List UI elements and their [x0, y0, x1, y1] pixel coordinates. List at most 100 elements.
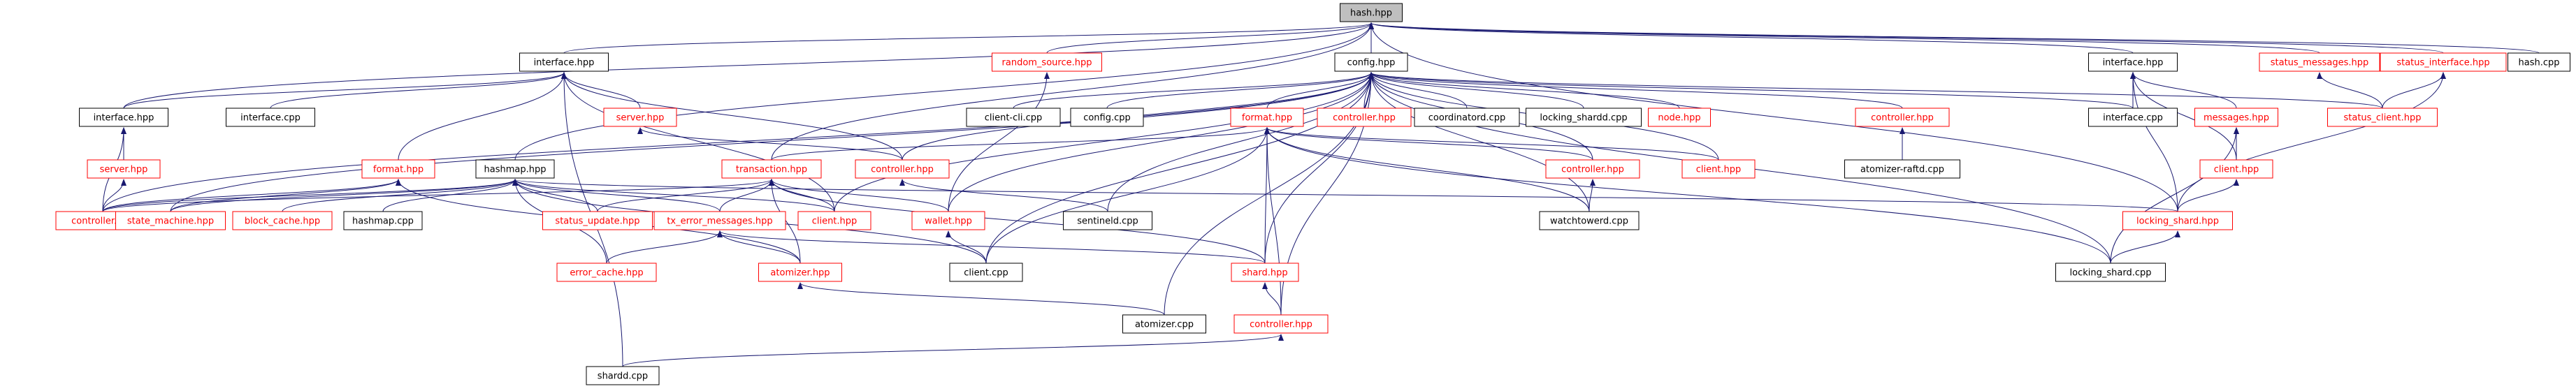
node-box[interactable] — [911, 211, 985, 230]
node-status-interface-hpp[interactable]: status_interface.hpp — [2380, 52, 2507, 72]
node-box[interactable] — [966, 108, 1061, 127]
node-box[interactable] — [87, 159, 161, 179]
node-interface-hpp-c[interactable]: interface.hpp — [79, 108, 168, 127]
node-hashmap-hpp[interactable]: hashmap.hpp — [475, 159, 555, 179]
node-client-cli-cpp[interactable]: client-cli.cpp — [966, 108, 1061, 127]
node-box[interactable] — [1334, 52, 1408, 72]
node-atomizer-raftd-cpp[interactable]: atomizer-raftd.cpp — [1844, 159, 1960, 179]
node-box[interactable] — [542, 211, 653, 230]
node-box[interactable] — [721, 159, 822, 179]
node-box[interactable] — [343, 211, 423, 230]
node-box[interactable] — [653, 211, 786, 230]
node-box[interactable] — [2327, 108, 2438, 127]
node-box[interactable] — [586, 366, 660, 385]
node-box[interactable] — [1855, 108, 1950, 127]
node-client-hpp-b[interactable]: client.hpp — [2199, 159, 2273, 179]
node-config-hpp[interactable]: config.hpp — [1334, 52, 1408, 72]
node-locking-shard-hpp[interactable]: locking_shard.hpp — [2122, 211, 2233, 230]
node-box[interactable] — [758, 263, 842, 282]
node-status-client-hpp[interactable]: status_client.hpp — [2327, 108, 2438, 127]
node-controller-hpp-c[interactable]: controller.hpp — [855, 159, 950, 179]
node-box[interactable] — [519, 52, 609, 72]
node-box[interactable] — [1526, 108, 1642, 127]
node-box[interactable] — [1122, 314, 1206, 334]
node-box[interactable] — [1340, 3, 1403, 22]
edge-locking-shard-hpp-to-status-interface-hpp — [2177, 72, 2446, 212]
node-block-cache-hpp[interactable]: block_cache.hpp — [232, 211, 333, 230]
node-box[interactable] — [475, 159, 555, 179]
node-client-hpp-a[interactable]: client.hpp — [1681, 159, 1756, 179]
node-box[interactable] — [797, 211, 871, 230]
node-shard-hpp[interactable]: shard.hpp — [1231, 263, 1299, 282]
node-box[interactable] — [2380, 52, 2507, 72]
node-atomizer-hpp[interactable]: atomizer.hpp — [758, 263, 842, 282]
node-box[interactable] — [2088, 108, 2178, 127]
node-hashmap-cpp[interactable]: hashmap.cpp — [343, 211, 423, 230]
node-server-hpp-b[interactable]: server.hpp — [87, 159, 161, 179]
node-coordinatord-cpp[interactable]: coordinatord.cpp — [1414, 108, 1520, 127]
node-box[interactable] — [232, 211, 333, 230]
node-box[interactable] — [2259, 52, 2380, 72]
node-box[interactable] — [361, 159, 435, 179]
node-messages-hpp[interactable]: messages.hpp — [2194, 108, 2278, 127]
node-locking-shardd-cpp[interactable]: locking_shardd.cpp — [1526, 108, 1642, 127]
node-controller-hpp-f[interactable]: controller.hpp — [1233, 314, 1329, 334]
node-config-cpp[interactable]: config.cpp — [1070, 108, 1144, 127]
node-interface-cpp-a[interactable]: interface.cpp — [226, 108, 315, 127]
node-controller-hpp-a[interactable]: controller.hpp — [1317, 108, 1412, 127]
node-watchtowerd-cpp[interactable]: watchtowerd.cpp — [1539, 211, 1640, 230]
node-box[interactable] — [2088, 52, 2178, 72]
node-box[interactable] — [1317, 108, 1412, 127]
node-random-source-hpp[interactable]: random_source.hpp — [992, 52, 1102, 72]
node-locking-shard-cpp[interactable]: locking_shard.cpp — [2055, 263, 2166, 282]
node-box[interactable] — [1414, 108, 1520, 127]
node-box[interactable] — [1231, 263, 1299, 282]
node-box[interactable] — [1233, 314, 1329, 334]
node-box[interactable] — [1648, 108, 1711, 127]
node-error-cache-hpp[interactable]: error_cache.hpp — [556, 263, 657, 282]
node-box[interactable] — [226, 108, 315, 127]
node-hash-cpp[interactable]: hash.cpp — [2508, 52, 2570, 72]
node-box[interactable] — [2199, 159, 2273, 179]
edge-hashmap-hpp-to-hash-hpp — [514, 22, 1374, 161]
node-box[interactable] — [115, 211, 226, 230]
node-box[interactable] — [1844, 159, 1960, 179]
node-atomizer-cpp[interactable]: atomizer.cpp — [1122, 314, 1206, 334]
node-interface-cpp-b[interactable]: interface.cpp — [2088, 108, 2178, 127]
node-box[interactable] — [992, 52, 1102, 72]
node-box[interactable] — [603, 108, 677, 127]
node-shardd-cpp[interactable]: shardd.cpp — [586, 366, 660, 385]
node-box[interactable] — [79, 108, 168, 127]
node-client-cpp[interactable]: client.cpp — [949, 263, 1023, 282]
node-box[interactable] — [1063, 211, 1152, 230]
node-box[interactable] — [2122, 211, 2233, 230]
node-interface-hpp-b[interactable]: interface.hpp — [2088, 52, 2178, 72]
node-tx-error-messages-hpp[interactable]: tx_error_messages.hpp — [653, 211, 786, 230]
node-box[interactable] — [1545, 159, 1640, 179]
node-box[interactable] — [2194, 108, 2278, 127]
node-transaction-hpp[interactable]: transaction.hpp — [721, 159, 822, 179]
node-status-messages-hpp[interactable]: status_messages.hpp — [2259, 52, 2380, 72]
node-format-hpp-a[interactable]: format.hpp — [1230, 108, 1304, 127]
node-box[interactable] — [2055, 263, 2166, 282]
node-controller-hpp-d[interactable]: controller.hpp — [1545, 159, 1640, 179]
node-interface-hpp-a[interactable]: interface.hpp — [519, 52, 609, 72]
node-controller-hpp-b[interactable]: controller.hpp — [1855, 108, 1950, 127]
node-wallet-hpp[interactable]: wallet.hpp — [911, 211, 985, 230]
node-box[interactable] — [2508, 52, 2570, 72]
node-box[interactable] — [556, 263, 657, 282]
node-box[interactable] — [855, 159, 950, 179]
node-box[interactable] — [1681, 159, 1756, 179]
node-node-hpp[interactable]: node.hpp — [1648, 108, 1711, 127]
node-sentineld-cpp[interactable]: sentineld.cpp — [1063, 211, 1152, 230]
node-box[interactable] — [1230, 108, 1304, 127]
node-format-hpp-b[interactable]: format.hpp — [361, 159, 435, 179]
node-hash-hpp[interactable]: hash.hpp — [1340, 3, 1403, 22]
node-box[interactable] — [1539, 211, 1640, 230]
node-box[interactable] — [949, 263, 1023, 282]
node-client-hpp-c[interactable]: client.hpp — [797, 211, 871, 230]
node-state-machine-hpp[interactable]: state_machine.hpp — [115, 211, 226, 230]
node-box[interactable] — [1070, 108, 1144, 127]
node-status-update-hpp[interactable]: status_update.hpp — [542, 211, 653, 230]
node-server-hpp-a[interactable]: server.hpp — [603, 108, 677, 127]
